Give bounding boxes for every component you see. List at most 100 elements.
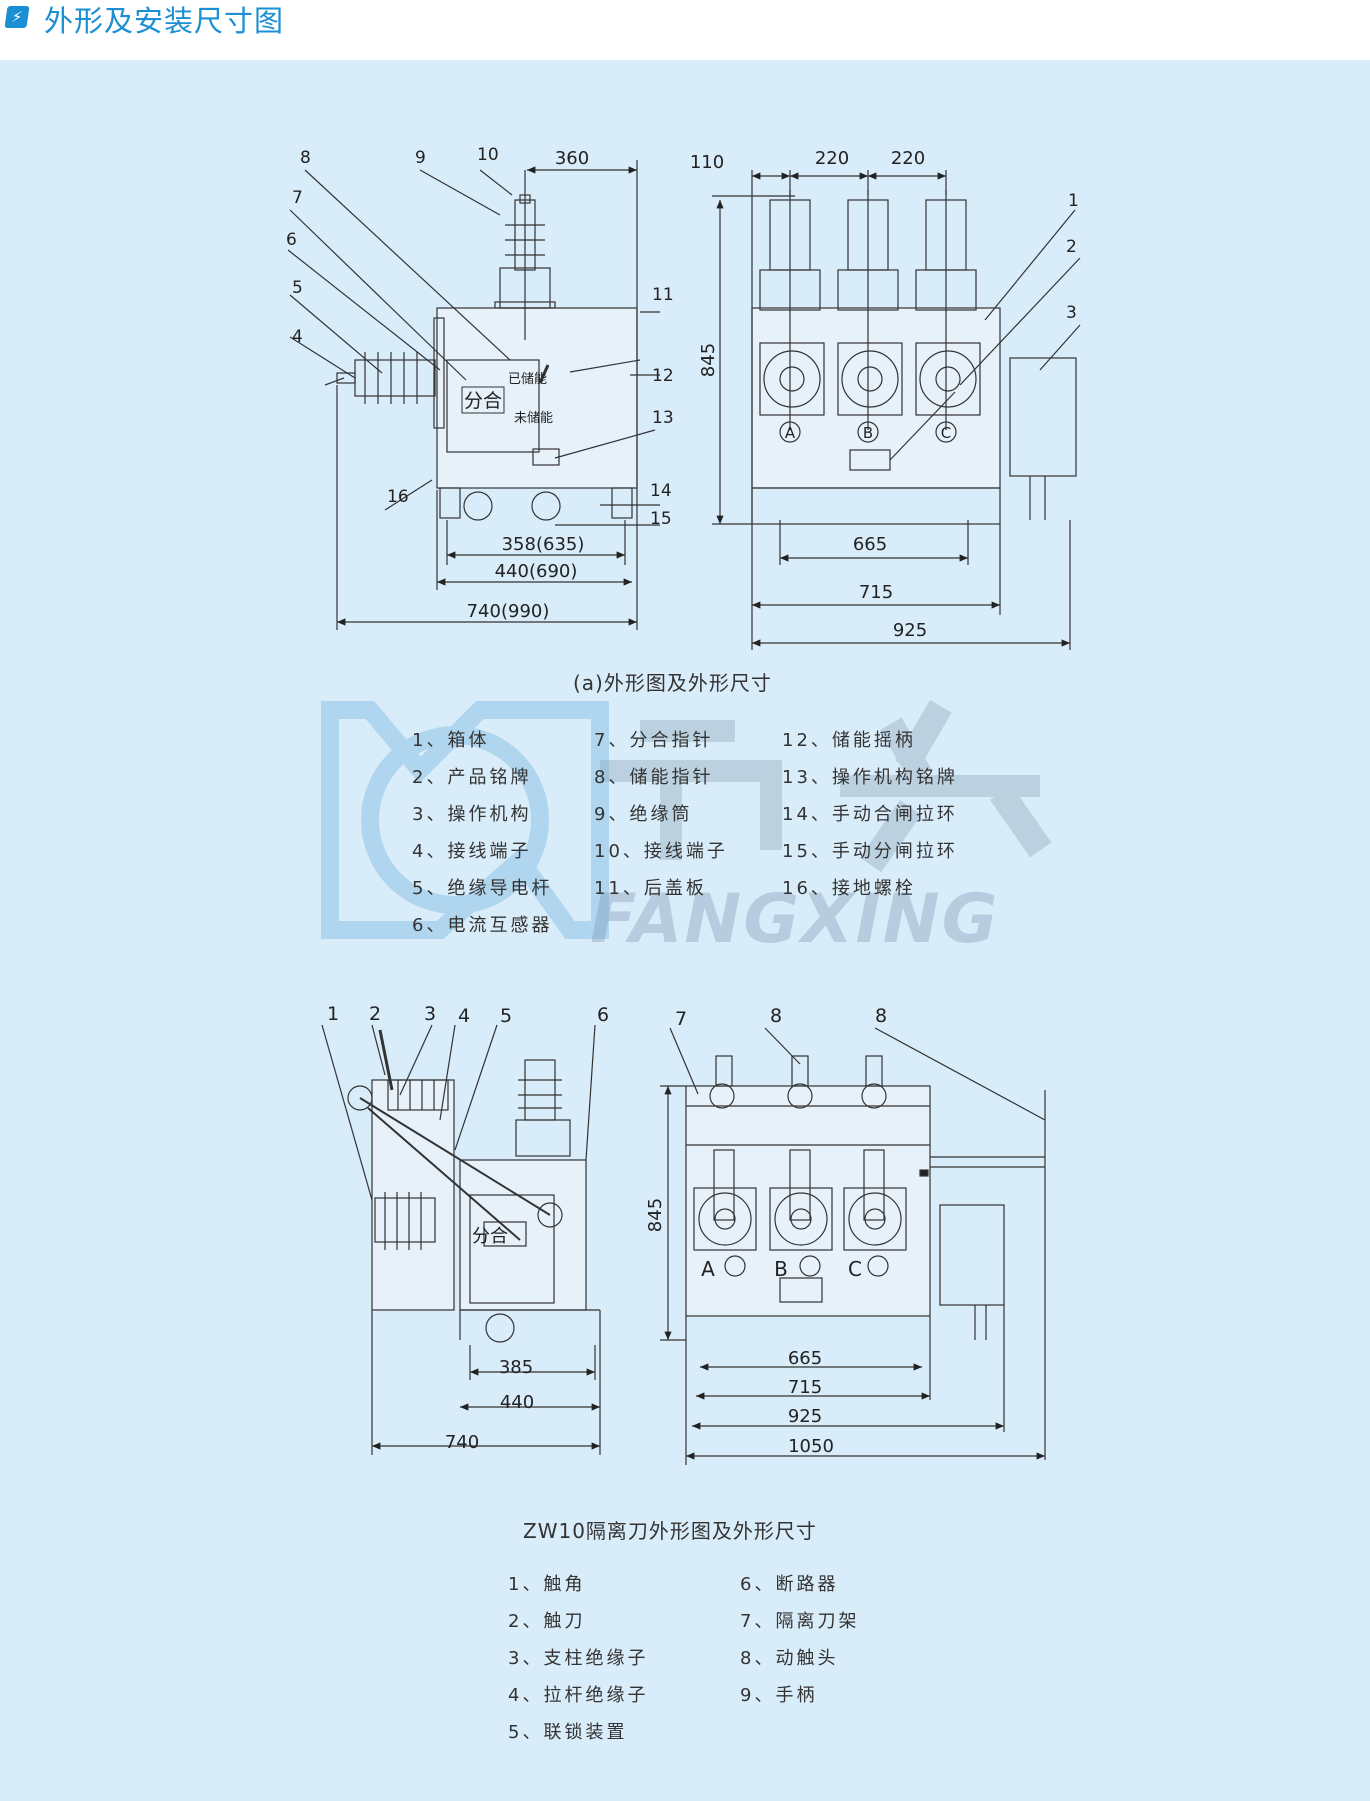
legend-item: 8、储能指针 — [594, 767, 714, 788]
legend-item: 5、联锁装置 — [508, 1722, 628, 1743]
phase-label: C — [941, 424, 951, 442]
callout-label: 13 — [652, 408, 674, 428]
dim-label: 220 — [815, 148, 849, 169]
charged-label: 已储能 — [508, 372, 547, 387]
callout-label: 14 — [650, 481, 672, 501]
dim-label: 715 — [859, 582, 893, 603]
figure-b-caption: ZW10隔离刀外形图及外形尺寸 — [523, 1519, 817, 1543]
panel-texts: 分合 已储能 未储能 — [461, 372, 553, 426]
callout-label: 3 — [424, 1003, 436, 1025]
figure-a-legend-col-1: 1、箱体 2、产品铭牌 3、操作机构 4、接线端子 5、绝缘导电杆 6、电流互感… — [412, 722, 552, 944]
figure-a-callouts: 8 9 10 7 6 5 4 11 12 13 14 15 16 1 2 3 — [286, 145, 1079, 529]
figure-b-callouts: 1 2 3 4 5 6 7 8 8 — [327, 1003, 887, 1030]
legend-item: 14、手动合闸拉环 — [782, 804, 958, 825]
legend-item: 5、绝缘导电杆 — [412, 878, 553, 899]
callout-label: 7 — [292, 188, 303, 208]
mechanism-box — [1009, 357, 1077, 477]
callout-label: 8 — [875, 1005, 887, 1027]
legend-item: 9、手柄 — [740, 1685, 818, 1706]
phase-label: C — [848, 1257, 862, 1281]
callout-label: 1 — [1068, 191, 1079, 211]
callout-label: 2 — [369, 1003, 381, 1025]
callout-label: 5 — [292, 278, 303, 298]
legend-item: 6、电流互感器 — [412, 915, 553, 936]
figure-b-drawing: 1 2 3 4 5 6 7 8 8 385 440 740 845 665 71… — [321, 1003, 1046, 1465]
figure-a-legend-col-2: 7、分合指针 8、储能指针 9、绝缘筒 10、接线端子 11、后盖板 — [594, 722, 728, 907]
dim-label: 440 — [500, 1392, 534, 1413]
callout-label: 11 — [652, 285, 674, 305]
legend-item: 12、储能摇柄 — [782, 730, 916, 751]
callout-label: 3 — [1066, 303, 1077, 323]
phase-label: A — [785, 424, 796, 442]
dim-label: 925 — [788, 1406, 822, 1427]
front-bushings — [759, 190, 981, 443]
callout-label: 4 — [292, 327, 303, 347]
disconnector-side-body — [459, 1159, 587, 1311]
legend-item: 8、动触头 — [740, 1648, 839, 1669]
dim-label: 740 — [445, 1432, 479, 1453]
disconnector-mechanism-box — [939, 1204, 1005, 1306]
dim-label: 220 — [891, 148, 925, 169]
content-panel — [0, 60, 1370, 1801]
dim-label: 845 — [698, 343, 719, 377]
figure-a-drawing: 8 9 10 7 6 5 4 11 12 13 14 15 16 1 2 3 3… — [286, 145, 1081, 650]
callout-label: 6 — [286, 230, 297, 250]
phase-label: B — [774, 1257, 788, 1281]
dim-label: 665 — [853, 534, 887, 555]
side-nameplate — [446, 359, 540, 453]
figure-a-caption: (a)外形图及外形尺寸 — [573, 671, 772, 695]
page-title: 外形及安装尺寸图 — [44, 4, 285, 38]
watermark-cn-text — [600, 700, 1052, 873]
front-box-body — [751, 307, 1001, 489]
dim-label: 440(690) — [495, 561, 578, 582]
watermark-en-text: FANGXING — [590, 880, 1000, 959]
callout-label: 4 — [458, 1005, 470, 1027]
callout-label: 8 — [770, 1005, 782, 1027]
callout-label: 1 — [327, 1003, 339, 1025]
lightning-icon: ⚡ — [4, 6, 30, 28]
callout-label: 9 — [415, 148, 426, 168]
watermark-mark-icon — [321, 701, 609, 939]
uncharged-label: 未储能 — [514, 411, 553, 426]
legend-item: 2、产品铭牌 — [412, 767, 532, 788]
callout-label: 8 — [300, 148, 311, 168]
legend-item: 10、接线端子 — [594, 841, 728, 862]
legend-item: 7、分合指针 — [594, 730, 714, 751]
figure-b-dimensions: 385 440 740 845 665 715 925 1050 A B C 分… — [445, 1198, 862, 1457]
callout-label: 7 — [675, 1008, 687, 1030]
figure-b-legend-col-1: 1、触角 2、触刀 3、支柱绝缘子 4、拉杆绝缘子 5、联锁装置 — [508, 1566, 648, 1751]
legend-item: 11、后盖板 — [594, 878, 707, 899]
legend-item: 1、箱体 — [412, 730, 490, 751]
dim-label: 665 — [788, 1348, 822, 1369]
dim-label: 845 — [645, 1198, 666, 1232]
legend-item: 4、拉杆绝缘子 — [508, 1685, 649, 1706]
legend-item: 4、接线端子 — [412, 841, 532, 862]
disconnector-phases — [693, 1055, 907, 1277]
dim-label: 925 — [893, 620, 927, 641]
callout-label: 12 — [652, 366, 674, 386]
legend-item: 3、操作机构 — [412, 804, 532, 825]
callout-label: 2 — [1066, 237, 1077, 257]
dim-label: 110 — [690, 152, 724, 173]
legend-item: 9、绝缘筒 — [594, 804, 693, 825]
phase-label: A — [701, 1257, 715, 1281]
callout-label: 10 — [477, 145, 499, 165]
dim-label: 358(635) — [502, 534, 585, 555]
legend-item: 7、隔离刀架 — [740, 1611, 860, 1632]
open-close-label: 分合 — [472, 1226, 508, 1247]
section-header: ⚡ 外形及安装尺寸图 — [0, 0, 1370, 60]
side-ct-housing — [433, 317, 445, 429]
dim-label: 740(990) — [467, 601, 550, 622]
legend-item: 2、触刀 — [508, 1611, 586, 1632]
callout-label: 15 — [650, 509, 672, 529]
legend-item: 16、接地螺栓 — [782, 878, 916, 899]
legend-item: 3、支柱绝缘子 — [508, 1648, 649, 1669]
callout-label: 16 — [387, 487, 409, 507]
legend-item: 15、手动分闸拉环 — [782, 841, 958, 862]
watermark-logo — [321, 700, 1052, 939]
figure-a-legend-col-3: 12、储能摇柄 13、操作机构铭牌 14、手动合闸拉环 15、手动分闸拉环 16… — [782, 722, 958, 907]
legend-item: 1、触角 — [508, 1574, 586, 1595]
dim-label: 360 — [555, 148, 589, 169]
dim-label: 1050 — [788, 1436, 834, 1457]
figure-a-dimensions: 360 358(635) 440(690) 740(990) 110 220 2… — [467, 148, 952, 641]
